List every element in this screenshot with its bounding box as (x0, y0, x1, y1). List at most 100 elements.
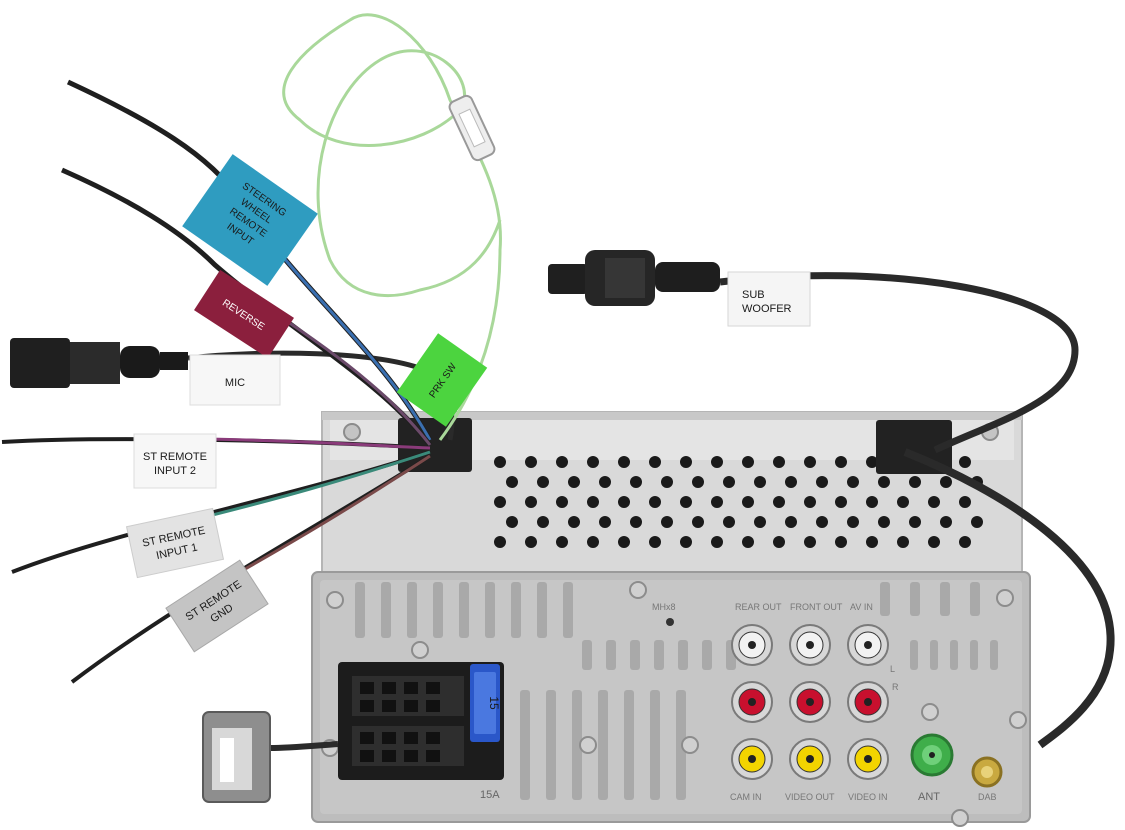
panel-slot (970, 582, 980, 616)
label-sub-woofer: SUB WOOFER (727, 271, 811, 327)
sub-woofer-rca-plug (548, 250, 720, 306)
panel-slot (702, 640, 712, 670)
vent-hole (618, 536, 630, 548)
rca-jack-red (731, 681, 773, 723)
park-switch-wire (282, 13, 502, 441)
vent-hole (897, 536, 909, 548)
panel-markings: MHx8 REAR OUT FRONT OUT AV IN CAM IN VID… (652, 602, 997, 803)
panel-slot (459, 582, 469, 638)
vent-hole (618, 456, 630, 468)
panel-slot (572, 690, 582, 800)
vent-hole (866, 536, 878, 548)
vent-hole (878, 476, 890, 488)
vent-hole (785, 476, 797, 488)
panel-slot (910, 582, 920, 616)
panel-slot (598, 690, 608, 800)
vent-hole (568, 516, 580, 528)
vent-hole (804, 496, 816, 508)
vent-hole (711, 456, 723, 468)
vent-hole (878, 516, 890, 528)
rear-out-marking: REAR OUT (735, 602, 782, 612)
rca-jack-white (789, 624, 831, 666)
vent-hole (971, 516, 983, 528)
usb-connector (202, 711, 271, 803)
rca-jack-red (789, 681, 831, 723)
label-steering-wheel-remote-input: STEERING WHEEL REMOTE INPUT (182, 154, 318, 286)
vent-hole (525, 496, 537, 508)
vent-hole (773, 536, 785, 548)
vent-hole (649, 496, 661, 508)
mic-label-text: MIC (225, 377, 245, 389)
vent-hole (599, 476, 611, 488)
vent-hole (835, 536, 847, 548)
vent-hole (711, 536, 723, 548)
panel-slot (970, 640, 978, 670)
vent-hole (525, 536, 537, 548)
rca-jack-yellow (789, 738, 831, 780)
vent-hole (909, 516, 921, 528)
ant-marking: ANT (918, 791, 940, 803)
vent-hole (630, 476, 642, 488)
st-remote-2-line-2: INPUT 2 (154, 465, 196, 477)
st-remote-2-line-1: ST REMOTE (143, 451, 207, 463)
vent-hole (599, 516, 611, 528)
panel-slot (546, 690, 556, 800)
label-park-switch: PRK SW (396, 333, 488, 427)
cam-in-marking: CAM IN (730, 792, 762, 802)
vent-hole (556, 496, 568, 508)
vent-hole (661, 516, 673, 528)
rca-jack-white (847, 624, 889, 666)
vent-hole (506, 476, 518, 488)
av-in-marking: AV IN (850, 602, 873, 612)
vent-hole (847, 516, 859, 528)
blade-fuse: 15 (470, 664, 501, 742)
panel-slot (990, 640, 998, 670)
vent-hole (568, 476, 580, 488)
rca-jack-yellow (731, 738, 773, 780)
dab-connector (971, 756, 1003, 788)
vent-hole (723, 516, 735, 528)
vent-hole (928, 496, 940, 508)
dab-marking: DAB (978, 792, 997, 802)
vent-hole (587, 456, 599, 468)
video-in-marking: VIDEO IN (848, 792, 888, 802)
vent-hole (804, 456, 816, 468)
sub-label-line-1: SUB (742, 289, 765, 301)
vent-hole (928, 536, 940, 548)
vent-hole (680, 496, 692, 508)
model-marking: MHx8 (652, 602, 676, 612)
panel-fin-slots (355, 582, 998, 800)
panel-slot (606, 640, 616, 670)
mic-jack-plug (10, 338, 188, 388)
inline-fuse-holder (448, 94, 496, 162)
panel-slot (678, 640, 688, 670)
label-st-remote-input-2: ST REMOTE INPUT 2 (133, 433, 217, 489)
panel-slot (624, 690, 634, 800)
vent-hole (742, 496, 754, 508)
vent-hole (940, 516, 952, 528)
panel-slot (407, 582, 417, 638)
vent-hole (754, 476, 766, 488)
panel-slot (910, 640, 918, 670)
vent-hole (959, 536, 971, 548)
panel-slot (520, 690, 530, 800)
sub-woofer-cable (719, 272, 1079, 454)
left-channel-marking: L (890, 664, 895, 674)
fuse-amp-marking: 15A (480, 789, 500, 801)
vent-hole (680, 456, 692, 468)
vent-hole (494, 496, 506, 508)
vent-hole (866, 496, 878, 508)
vent-hole (847, 476, 859, 488)
fuse-rating-label: 15 (487, 696, 501, 710)
vent-hole (494, 536, 506, 548)
vent-hole (773, 456, 785, 468)
vent-hole (773, 496, 785, 508)
panel-slot (381, 582, 391, 638)
panel-slot (537, 582, 547, 638)
vent-hole (711, 496, 723, 508)
panel-slot (433, 582, 443, 638)
vent-hole (816, 516, 828, 528)
panel-slot (630, 640, 640, 670)
panel-slot (650, 690, 660, 800)
